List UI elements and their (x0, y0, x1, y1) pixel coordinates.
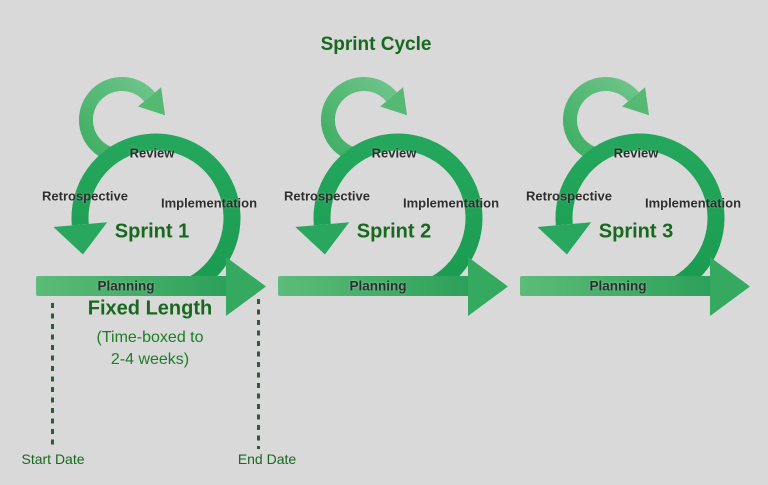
sprint-group-1: Review Retrospective Implementation Spri… (16, 70, 284, 320)
planning-label: Planning (589, 278, 647, 294)
planning-label: Planning (349, 278, 407, 294)
retrospective-label: Retrospective (284, 188, 370, 204)
start-date-label: Start Date (21, 451, 85, 467)
page-title: Sprint Cycle (320, 34, 432, 55)
review-label: Review (613, 145, 659, 161)
sprint-ring-arrow (53, 133, 241, 292)
sprint-ring-arrow (537, 133, 725, 292)
planning-timeline-arrow-icon (520, 257, 750, 316)
sprint-group-2: Review Retrospective Implementation Spri… (258, 70, 526, 320)
iteration-cycle-arrow-icon (562, 77, 649, 161)
fixed-length-label: Fixed Length (87, 297, 213, 320)
sprint-group-3: Review Retrospective Implementation Spri… (500, 70, 768, 320)
planning-label: Planning (97, 278, 155, 294)
start-date-dashed-line (51, 303, 54, 449)
end-date-dashed-line (257, 299, 260, 449)
iteration-cycle-arrow-icon (320, 77, 407, 161)
timebox-line-1: (Time-boxed to (96, 329, 204, 346)
implementation-label: Implementation (644, 195, 742, 211)
planning-timeline-arrow-icon (36, 257, 266, 316)
retrospective-label: Retrospective (42, 188, 128, 204)
sprint-loop-arrow-icon (520, 77, 750, 316)
implementation-label: Implementation (402, 195, 500, 211)
retrospective-label: Retrospective (526, 188, 612, 204)
end-date-label: End Date (237, 451, 297, 467)
implementation-label: Implementation (160, 195, 258, 211)
timebox-line-2: 2-4 weeks) (110, 351, 190, 368)
iteration-cycle-arrow-icon (78, 77, 165, 161)
sprint-loop-arrow-icon (278, 77, 508, 316)
sprint-2-title: Sprint 2 (356, 220, 432, 243)
review-label: Review (129, 145, 175, 161)
sprint-loop-arrow-icon (36, 77, 266, 316)
sprint-ring-arrow (295, 133, 483, 292)
planning-timeline-arrow-icon (278, 257, 508, 316)
sprint-3-title: Sprint 3 (598, 220, 674, 243)
sprint-1-title: Sprint 1 (114, 220, 190, 243)
review-label: Review (371, 145, 417, 161)
